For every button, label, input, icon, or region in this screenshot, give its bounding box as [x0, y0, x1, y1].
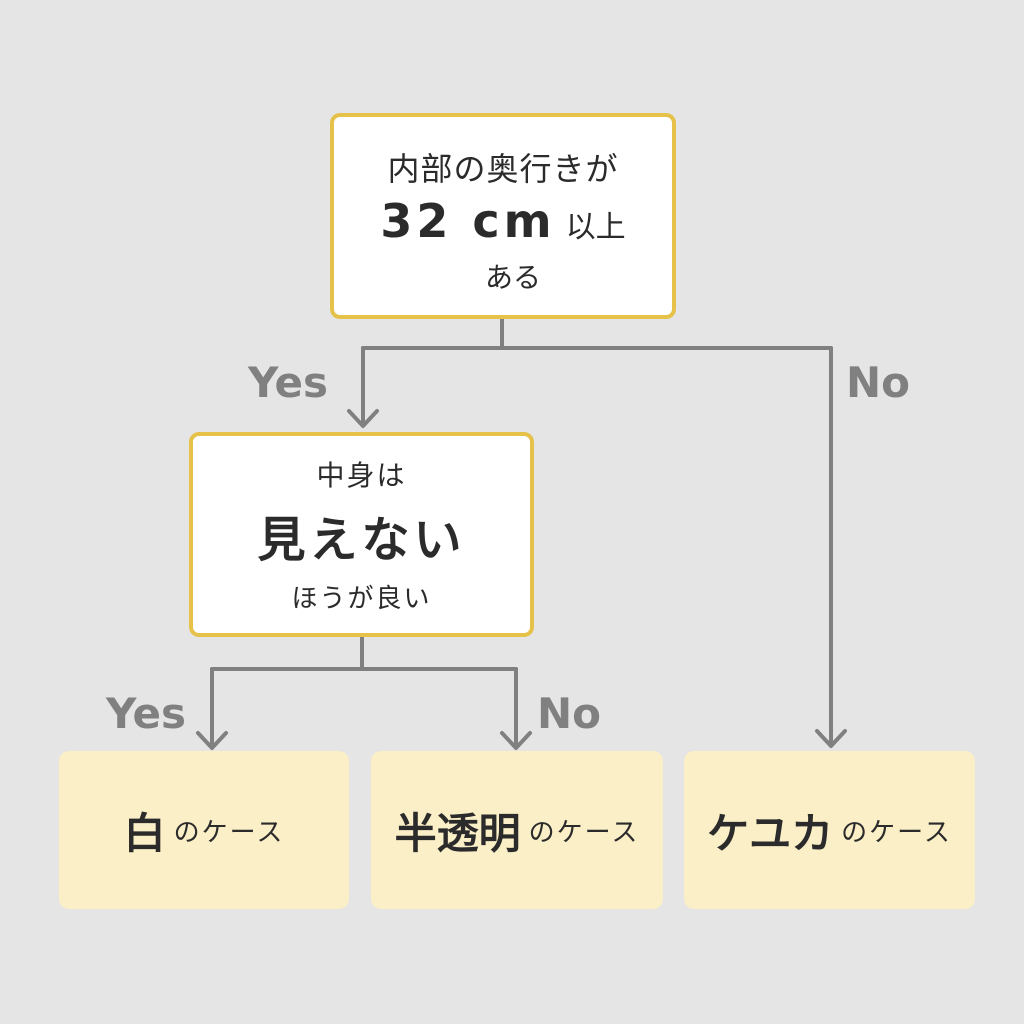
outcome-white-case: 白のケース: [59, 751, 349, 909]
arrowhead-q1-yes: [347, 409, 379, 428]
question-visibility-line1: 中身は: [316, 459, 407, 492]
question-depth-line3: ある: [484, 261, 541, 294]
question-visibility-line2: 見えない: [257, 512, 466, 568]
arrowhead-q2-yes: [196, 731, 228, 750]
outcome-translucent-suffix: のケース: [528, 817, 640, 848]
question-depth-value: 32 cm: [380, 194, 556, 248]
outcome-white-suffix: のケース: [173, 817, 285, 848]
edge-label-depth-yes: Yes: [248, 358, 329, 407]
arrowhead-q2-no: [500, 731, 532, 750]
question-depth-line2: 32 cm 以上: [380, 194, 625, 248]
arrowhead-q1-no: [815, 729, 847, 748]
edge-label-depth-no: No: [846, 358, 911, 407]
outcome-keyuka-label: ケユカ: [707, 808, 834, 858]
outcome-white-label: 白: [123, 808, 166, 858]
question-depth-line1: 内部の奥行きが: [387, 150, 619, 188]
outcome-translucent-label: 半透明: [394, 808, 521, 858]
outcome-translucent-case: 半透明のケース: [371, 751, 663, 909]
edge-label-visibility-yes: Yes: [106, 689, 187, 738]
edge-label-visibility-no: No: [537, 689, 602, 738]
outcome-keyuka-suffix: のケース: [841, 817, 952, 848]
question-visibility-node: 中身は 見えない ほうが良い: [189, 432, 534, 637]
question-depth-qualifier: 以上: [565, 210, 626, 245]
question-visibility-line3: ほうが良い: [291, 584, 432, 614]
question-depth-node: 内部の奥行きが 32 cm 以上 ある: [330, 113, 676, 319]
outcome-keyuka-case: ケユカのケース: [684, 751, 975, 909]
